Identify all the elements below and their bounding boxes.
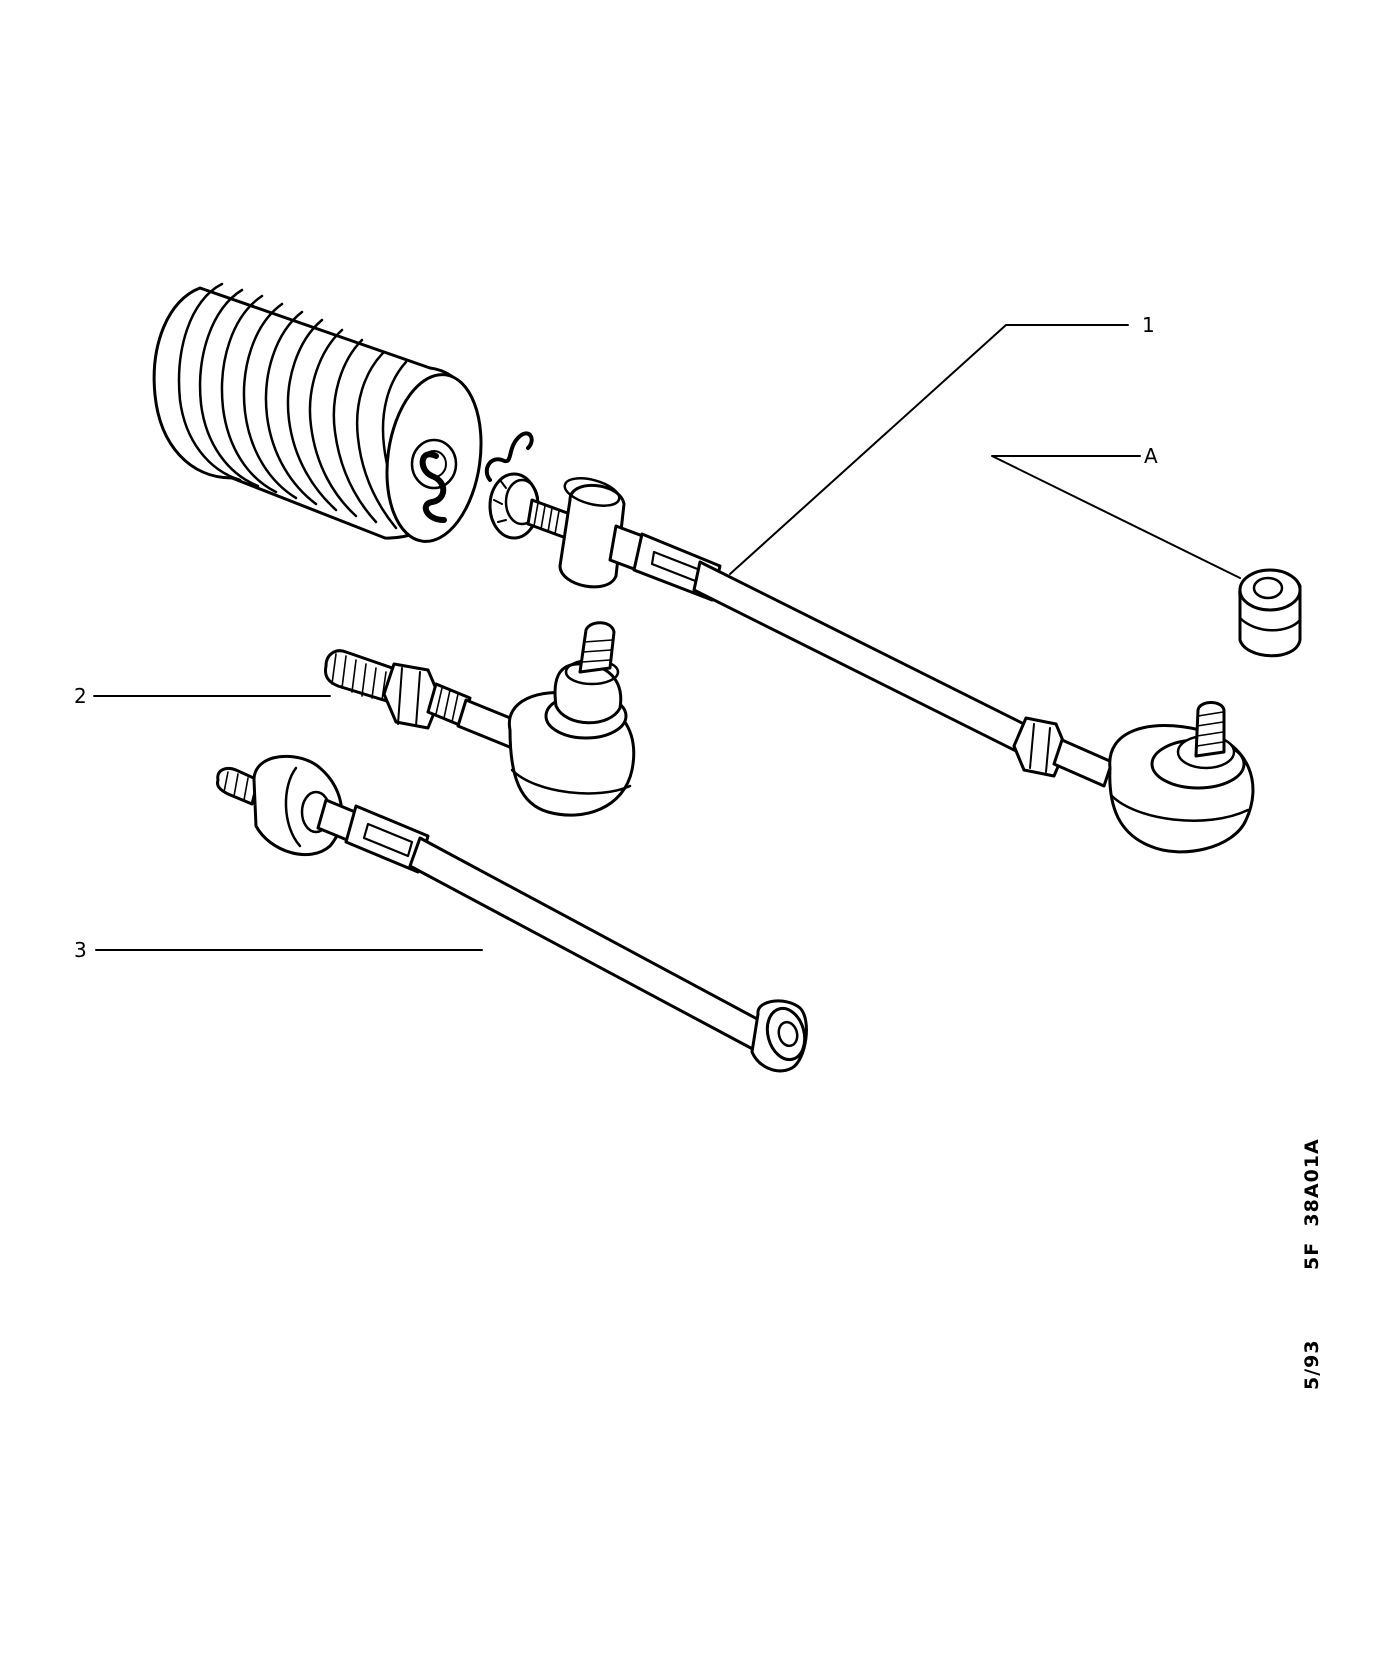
track-rod-end-2 (324, 621, 636, 817)
reference-code: 5F 38A01A (1301, 1138, 1323, 1270)
callout-label-1: 1 (1142, 313, 1155, 337)
self-locking-nut-a (1238, 568, 1302, 658)
reference-date: 5/93 (1301, 1339, 1323, 1390)
leader-line-1 (729, 324, 1129, 575)
retaining-clip (419, 431, 534, 523)
reference-block: 5/93 5F 38A01A (1301, 1138, 1323, 1390)
inner-tie-rod-3 (216, 754, 808, 1073)
rubber-bellows-boot (152, 282, 483, 543)
callout-label-3: 3 (74, 938, 87, 962)
leader-lines (93, 324, 1241, 951)
leader-line-a (991, 455, 1241, 579)
callout-label-a: A (1144, 444, 1158, 468)
tie-rod-assembly-1 (526, 477, 1255, 854)
callout-label-2: 2 (74, 684, 87, 708)
